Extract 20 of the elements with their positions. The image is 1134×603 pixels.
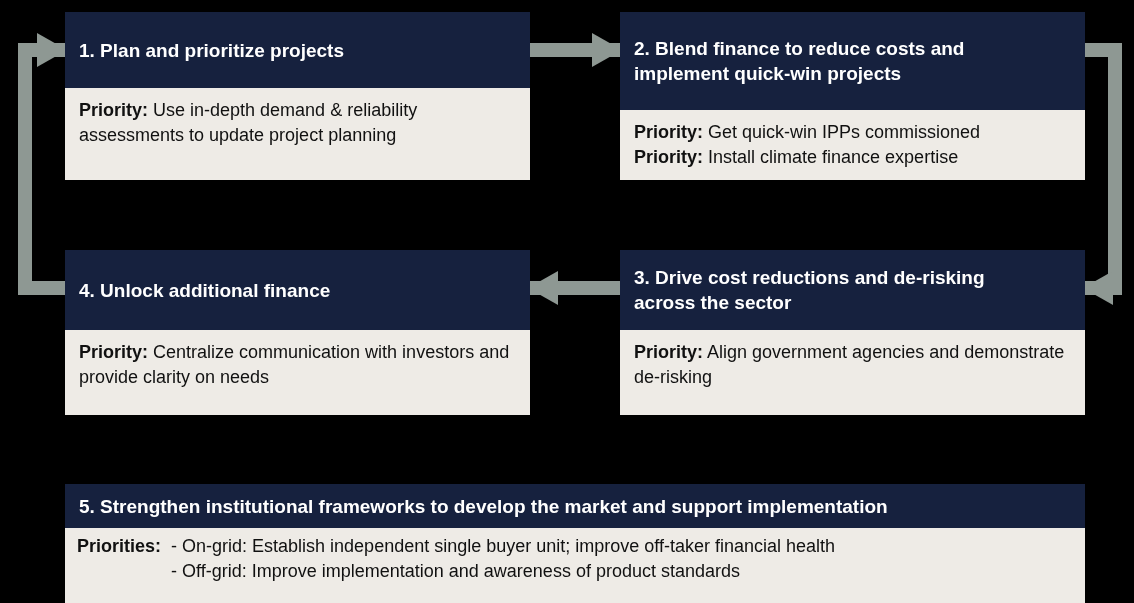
step-heading: 5. Strengthen institutional frameworks to develop the market and support implementation (65, 484, 1085, 528)
priority-text: Priority: Get quick-win IPPs commissioned (634, 121, 982, 144)
step-card (620, 12, 1085, 180)
step-card (65, 484, 1085, 603)
step-heading: 4. Unlock additional finance (65, 250, 530, 330)
priority-text: Priority: Centralize communication with investors and provide clarity on needs (79, 341, 511, 389)
step-heading: 3. Drive cost reductions and de-risking across the sector (620, 250, 1085, 330)
priority-text: Priority: Install climate finance expertise (634, 146, 960, 169)
step-card (620, 250, 1085, 415)
step-heading: 1. Plan and prioritize projects (65, 12, 530, 88)
cycle-arrow (18, 33, 67, 295)
cycle-arrow (530, 33, 622, 67)
step-card (65, 250, 530, 415)
step-heading: 2. Blend finance to reduce costs and implement quick-win projects (620, 12, 1085, 110)
priority-text: Priority: Use in-depth demand & reliability assessments to update project planning (79, 99, 419, 147)
step-card (65, 12, 530, 180)
priority-text: - Off-grid: Improve implementation and awareness of product standards (171, 560, 741, 583)
priority-text: - On-grid: Establish independent single buyer unit; improve off-taker financial health (171, 535, 836, 558)
priority-text: Priority: Align government agencies and demonstrate de-risking (634, 341, 1066, 389)
priorities-label: Priorities: (77, 535, 162, 558)
